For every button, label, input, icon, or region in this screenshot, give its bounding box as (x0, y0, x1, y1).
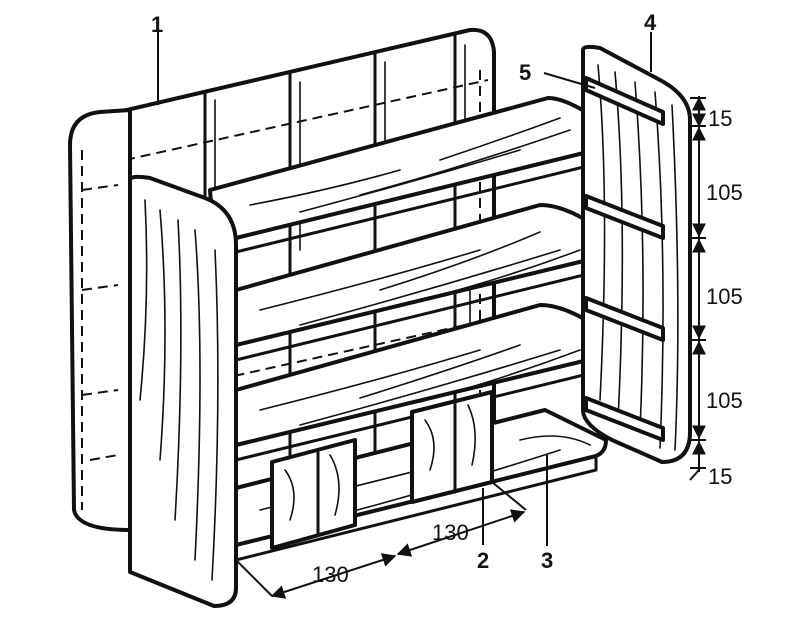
vertical-dimension-chain (689, 96, 706, 481)
label-part-5: 5 (519, 60, 531, 85)
leader-line-5 (543, 72, 596, 89)
dim-label-top-15: 15 (708, 106, 732, 131)
dim-label-depth-back: 130 (432, 520, 469, 545)
dim-label-105-second: 105 (706, 284, 743, 309)
spacer-block-left (270, 438, 357, 550)
dim-label-105-first: 105 (706, 180, 743, 205)
support-rails (584, 76, 665, 442)
label-part-3: 3 (541, 548, 553, 573)
label-part-4: 4 (644, 10, 657, 35)
left-front-side-panel (128, 174, 238, 608)
spacer-block-right (410, 390, 494, 504)
dim-label-bottom-15: 15 (708, 464, 732, 489)
label-part-2: 2 (477, 548, 489, 573)
dim-label-depth-front: 130 (312, 562, 349, 587)
depth-dimension-lines (235, 481, 527, 599)
label-part-1: 1 (151, 12, 163, 37)
left-rear-side-panel (68, 108, 132, 532)
dim-label-105-third: 105 (706, 388, 743, 413)
